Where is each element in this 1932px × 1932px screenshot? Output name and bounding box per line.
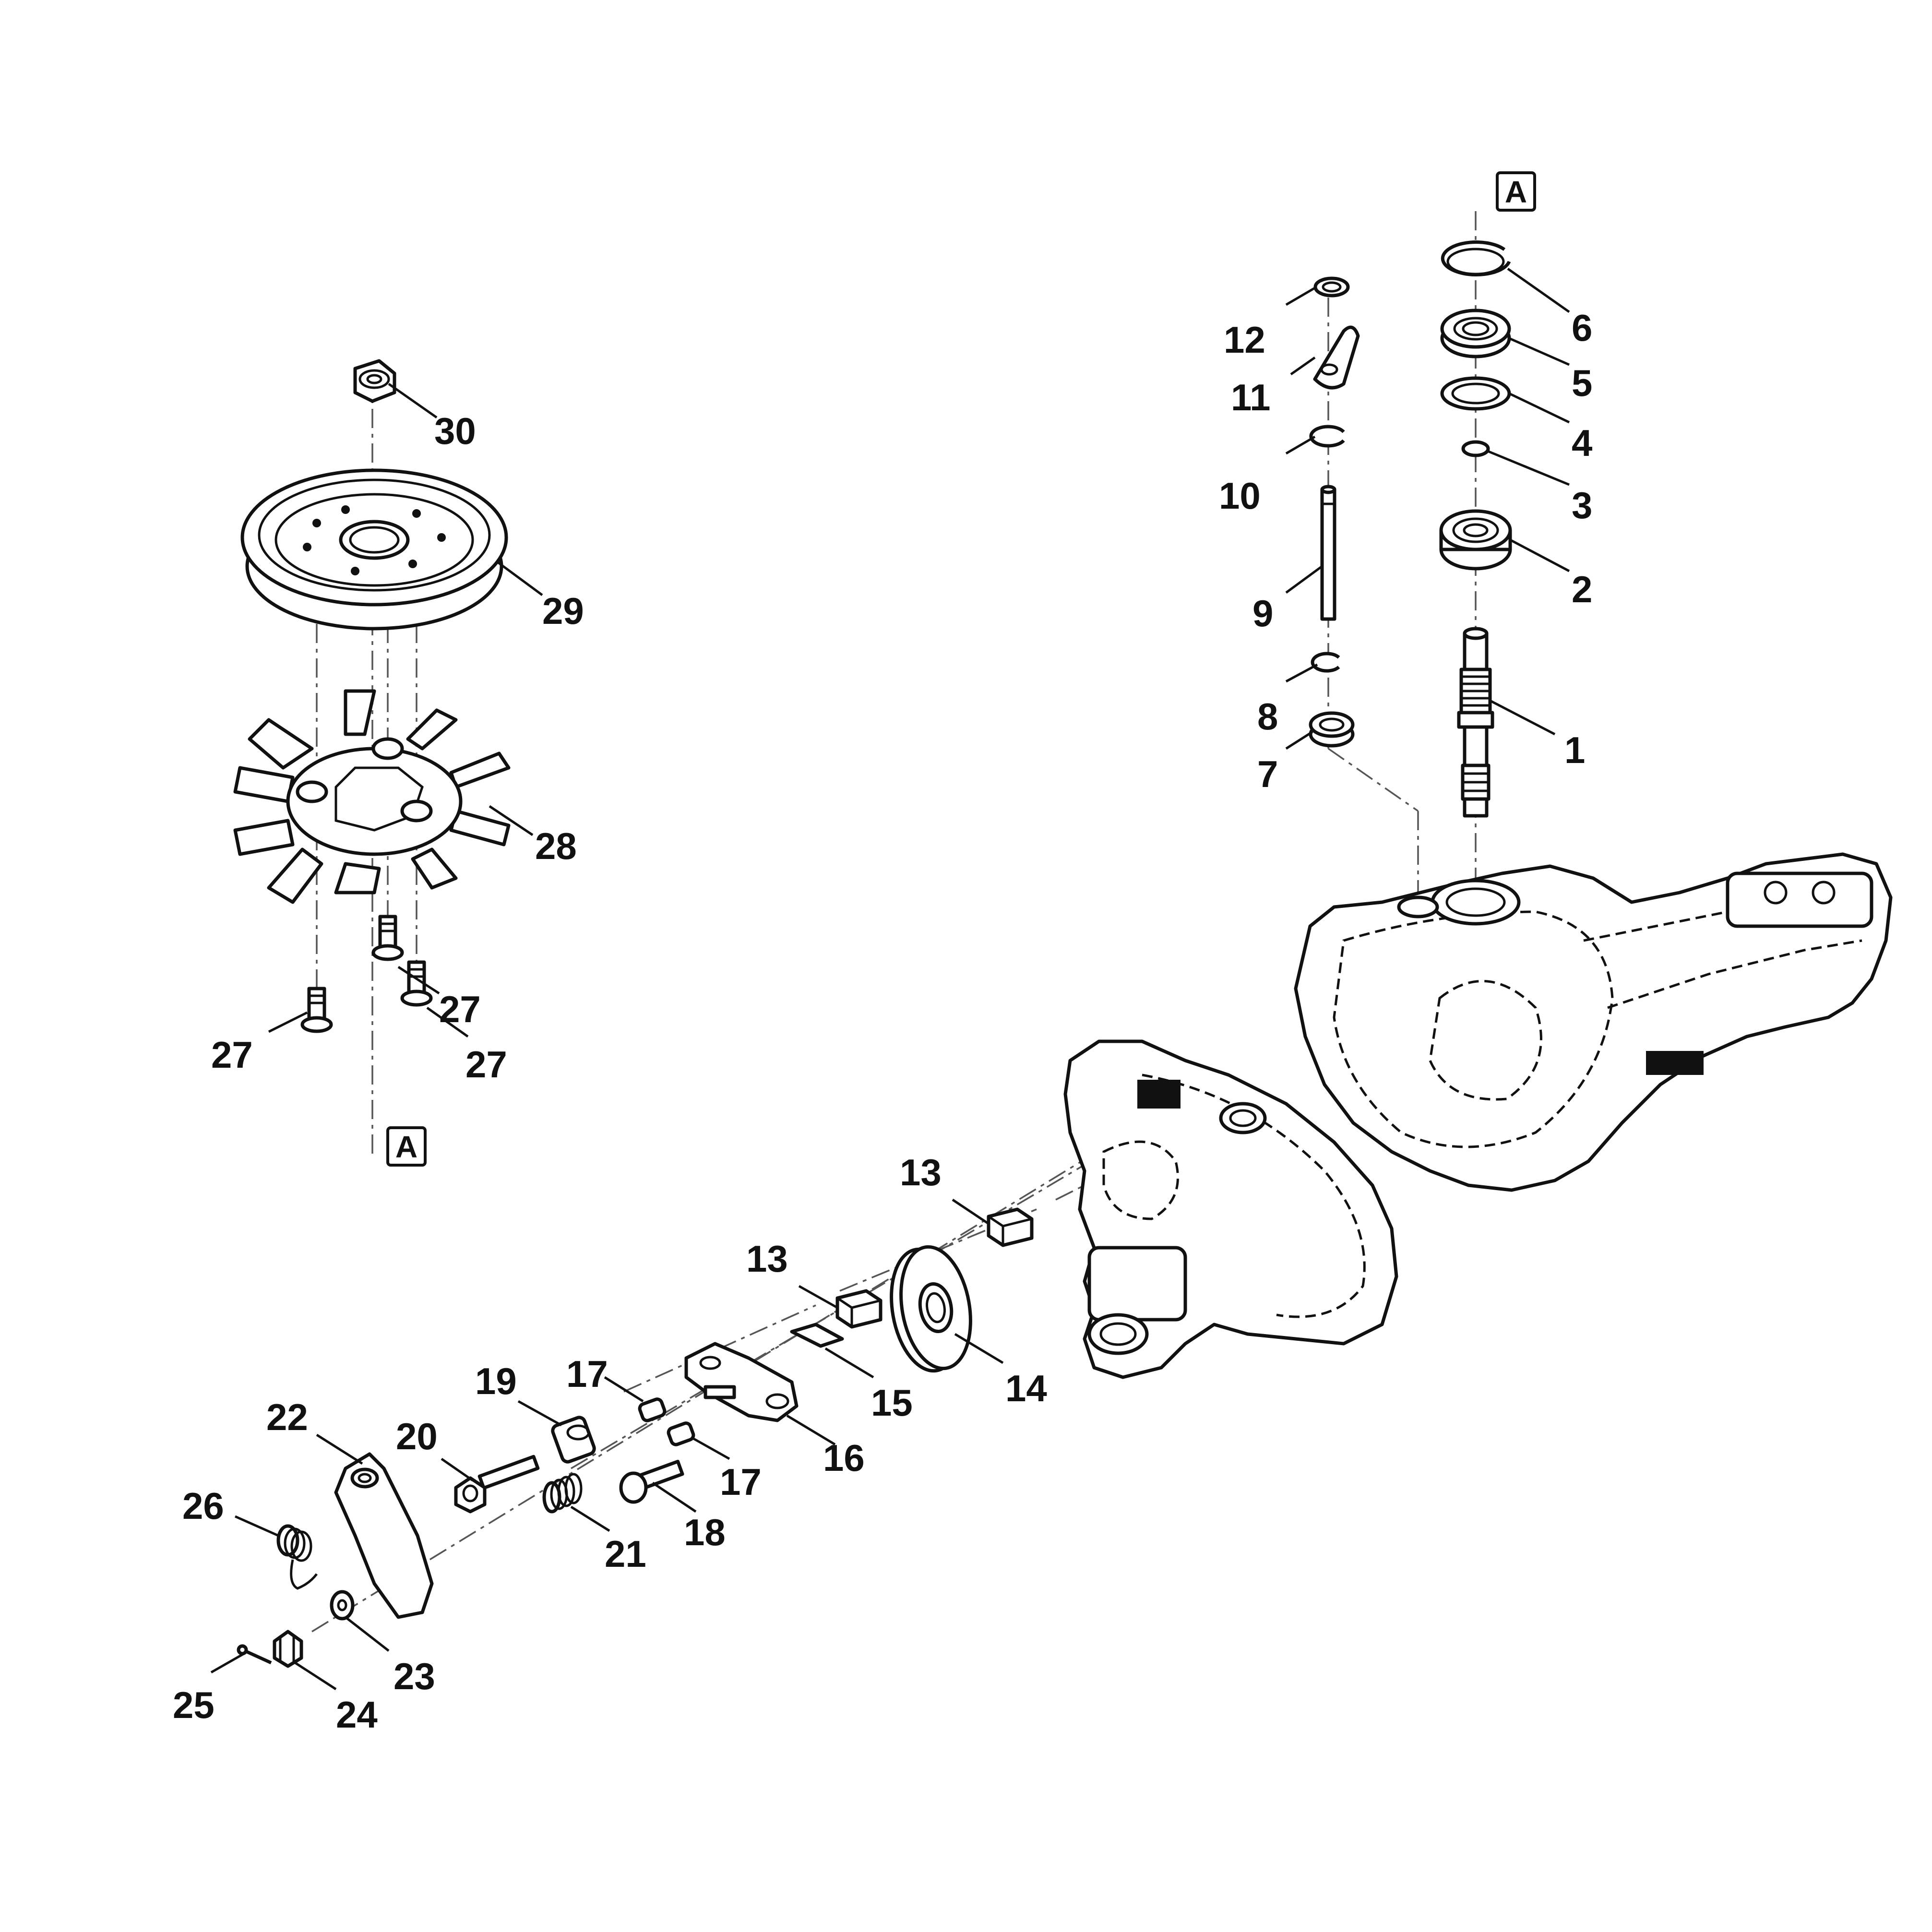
part-seal-7 [1309,711,1355,748]
part-bolt-27c [400,960,433,1007]
reference-marker-top: A [1496,171,1536,212]
callout-5: 5 [1572,362,1592,404]
callout-14: 14 [1005,1367,1047,1409]
callout-19: 19 [475,1360,517,1402]
callout-27-right: 27 [465,1043,507,1085]
part-spring-21 [542,1473,583,1514]
part-bolt-27b [371,915,404,961]
part-shaft-1 [1457,627,1494,818]
part-hub-14 [890,1245,972,1373]
part-retaining-ring-6 [1441,240,1511,277]
callout-28: 28 [535,825,577,867]
callout-27-middle: 27 [439,988,481,1030]
callout-10: 10 [1219,475,1261,517]
callout-21: 21 [605,1533,646,1575]
callout-27-left: 27 [211,1034,253,1076]
part-arm-22 [334,1452,434,1619]
part-transaxle-cover [1063,1039,1398,1379]
callout-18: 18 [684,1511,726,1553]
part-spacer-19 [551,1416,596,1464]
callout-13-upper: 13 [900,1151,942,1193]
callout-6: 6 [1572,307,1592,349]
part-bearing-2 [1439,509,1512,571]
callout-1: 1 [1564,729,1585,771]
callout-20: 20 [396,1415,438,1457]
callout-30: 30 [434,410,476,452]
part-pulley-29 [240,468,508,631]
part-lever-11 [1313,325,1360,390]
part-nut-30 [353,359,396,403]
callout-13-lower: 13 [746,1238,788,1280]
callout-9: 9 [1252,592,1273,634]
part-bearing-5 [1440,309,1511,358]
part-key-13a [987,1207,1034,1247]
part-fan-28 [233,689,511,904]
callout-12: 12 [1224,319,1265,361]
part-bolt-18 [619,1459,684,1504]
part-bolt-20 [454,1455,540,1514]
callout-8: 8 [1257,695,1278,738]
part-washer-4 [1440,376,1511,411]
part-shim-15 [790,1323,844,1348]
part-bracket-16 [684,1342,799,1422]
reference-marker-bottom: A [386,1126,427,1167]
housing-emblem [1646,1051,1704,1075]
part-clip-10 [1309,425,1345,448]
cover-emblem [1137,1080,1181,1109]
part-transaxle-housing [1294,852,1893,1192]
part-spring-26 [276,1524,318,1590]
part-washer-23 [330,1590,355,1621]
reference-marker-label: A [1505,175,1527,209]
part-bolt-27a [300,987,333,1033]
callout-15: 15 [871,1382,913,1424]
callout-16: 16 [823,1437,865,1479]
callout-17-upper: 17 [566,1353,608,1395]
callout-23: 23 [394,1655,435,1697]
callout-25: 25 [173,1684,215,1726]
callout-7: 7 [1257,753,1278,795]
callout-labels: 1 2 3 4 5 6 7 8 9 10 11 12 13 13 14 15 1… [173,307,1592,1736]
part-shaft-9 [1320,485,1336,621]
part-pin-17a [638,1397,667,1422]
callout-3: 3 [1572,484,1592,526]
callout-2: 2 [1572,568,1592,610]
part-ring-3 [1461,440,1490,457]
part-key-13b [835,1289,883,1329]
callout-4: 4 [1572,422,1592,464]
callout-17-lower: 17 [720,1461,762,1503]
part-clip-8 [1311,652,1340,673]
callout-24: 24 [336,1693,378,1736]
callout-22: 22 [266,1396,308,1438]
callout-29: 29 [542,590,584,632]
part-pin-17b [667,1421,695,1446]
leader-lines [210,267,1570,1691]
callout-26: 26 [182,1485,224,1527]
part-washer-12 [1313,276,1350,298]
part-nut-24 [273,1630,303,1668]
callout-11: 11 [1231,376,1270,418]
reference-marker-label: A [395,1130,417,1164]
